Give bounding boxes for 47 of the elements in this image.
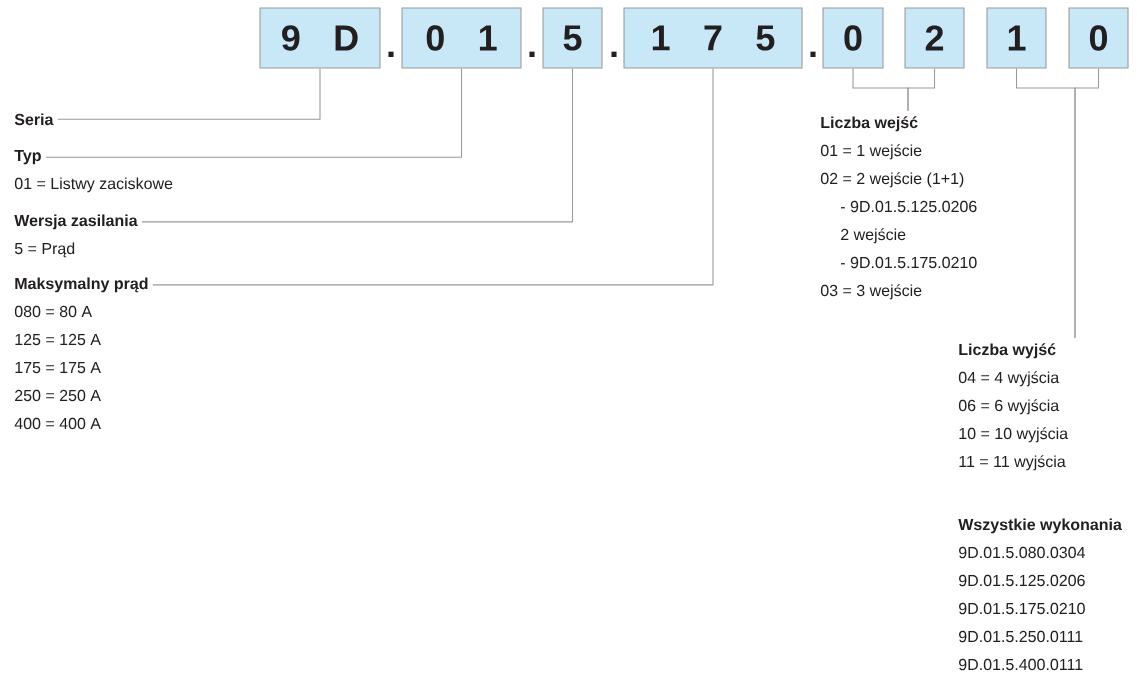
code-description: 9D.01.5.250.0111: [959, 630, 1083, 643]
code-description: 02 = 2 wejście (1+1): [820, 172, 964, 188]
separator-dot: .: [529, 51, 535, 57]
heading: Typ: [14, 150, 41, 165]
code-box: 0: [822, 7, 884, 69]
code-description: 10 = 10 wyjścia: [959, 427, 1069, 443]
leader-line: [152, 68, 714, 286]
heading: Seria: [14, 113, 54, 126]
code-description: 04 = 4 wyjścia: [958, 371, 1060, 387]
code-box: 9 D: [259, 7, 381, 69]
separator-dot: .: [611, 51, 617, 57]
code-description: 250 = 250 A: [15, 389, 101, 402]
leader-line: [141, 68, 574, 223]
code-box: 2: [904, 7, 965, 69]
code-box: 0 1: [401, 7, 522, 69]
code-box: 1 7 5: [623, 7, 803, 69]
code-description: 11 = 11 wyjścia: [959, 455, 1066, 471]
code-description: - 9D.01.5.125.0206: [841, 200, 977, 213]
separator-dot: .: [388, 51, 394, 57]
code-description: 5 = Prąd: [14, 242, 75, 258]
code-box: 0: [1068, 7, 1129, 69]
separator-dot: .: [810, 51, 816, 57]
heading: Wszystkie wykonania: [958, 518, 1122, 534]
leader-line: [57, 68, 321, 120]
heading: Maksymalny prąd: [15, 277, 148, 293]
leader-line: [1074, 68, 1100, 339]
code-description: 400 = 400 A: [14, 417, 101, 430]
code-description: 175 = 175 A: [15, 362, 101, 374]
heading: Wersja zasilania: [14, 214, 138, 230]
leader-line: [45, 68, 463, 158]
code-description: 01 = Listwy zaciskowe: [14, 177, 173, 193]
code-description: 9D.01.5.080.0304: [959, 546, 1085, 559]
code-description: 9D.01.5.400.0111: [959, 658, 1083, 671]
code-box: 1: [986, 7, 1047, 69]
code-description: 9D.01.5.125.0206: [959, 574, 1085, 587]
code-description: 03 = 3 wejście: [820, 284, 922, 300]
leader-line: [907, 68, 936, 112]
heading: Liczba wyjść: [959, 343, 1056, 359]
code-description: 2 wejście: [841, 228, 906, 244]
code-description: 01 = 1 wejście: [820, 144, 922, 160]
code-description: - 9D.01.5.175.0210: [841, 256, 977, 269]
code-description: 9D.01.5.175.0210: [959, 602, 1085, 615]
code-description: 125 = 125 A: [15, 333, 101, 346]
code-box: 5: [542, 7, 603, 69]
code-description: 06 = 6 wyjścia: [958, 399, 1060, 415]
heading: Liczba wejść: [821, 116, 918, 132]
code-description: 080 = 80 A: [14, 305, 93, 318]
